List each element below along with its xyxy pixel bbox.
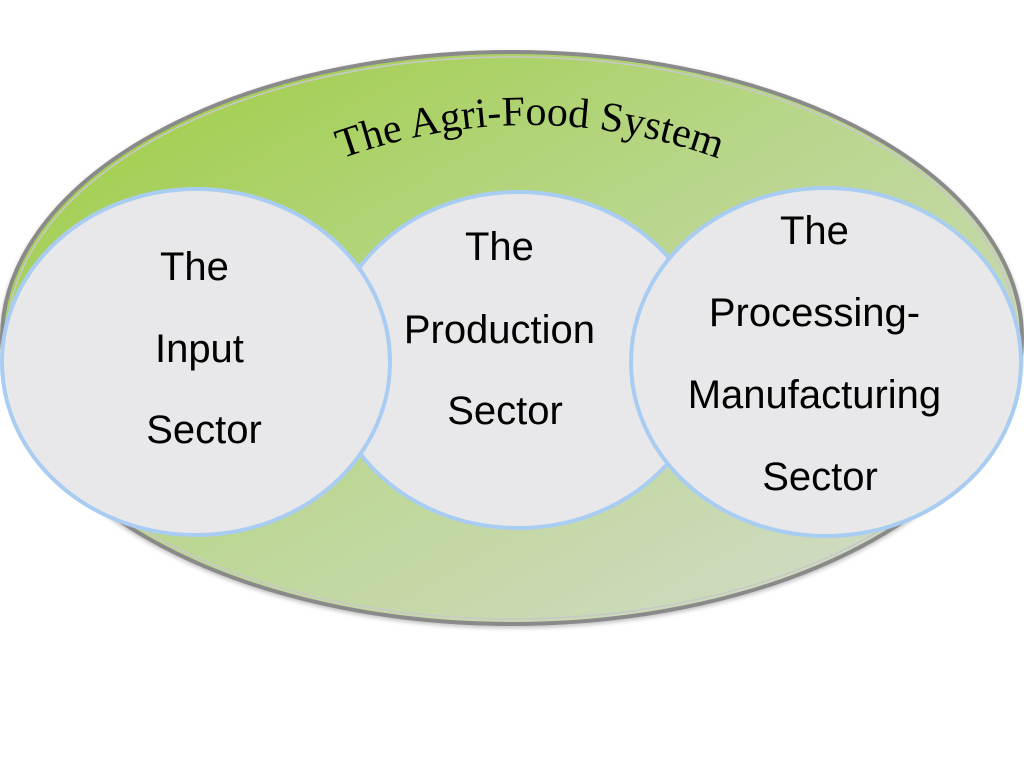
sector-input: The Input Sector xyxy=(0,187,392,537)
sector-production-label: The Production Sector xyxy=(404,225,606,433)
sector-processing-manufacturing: The Processing- Manufacturing Sector xyxy=(629,186,1023,538)
sector-label-line: The xyxy=(160,245,229,289)
sector-label-line: Production xyxy=(404,308,595,352)
sector-production: The Production Sector xyxy=(326,190,710,530)
sector-processing-label: The Processing- Manufacturing Sector xyxy=(688,209,953,499)
sector-label-line: Processing- xyxy=(709,291,920,335)
sector-label-line: Input xyxy=(155,327,244,371)
sector-input-ellipse xyxy=(0,187,392,537)
sector-processing-ellipse xyxy=(629,186,1023,538)
sector-label-line: Sector xyxy=(762,455,878,499)
sector-label-line: Sector xyxy=(447,389,563,433)
sector-input-label: The Input Sector xyxy=(146,245,262,452)
sector-label-line: Manufacturing xyxy=(688,373,941,417)
sector-label-line: The xyxy=(780,209,849,253)
sector-label-line: The xyxy=(465,225,534,269)
sector-label-line: Sector xyxy=(146,408,262,452)
